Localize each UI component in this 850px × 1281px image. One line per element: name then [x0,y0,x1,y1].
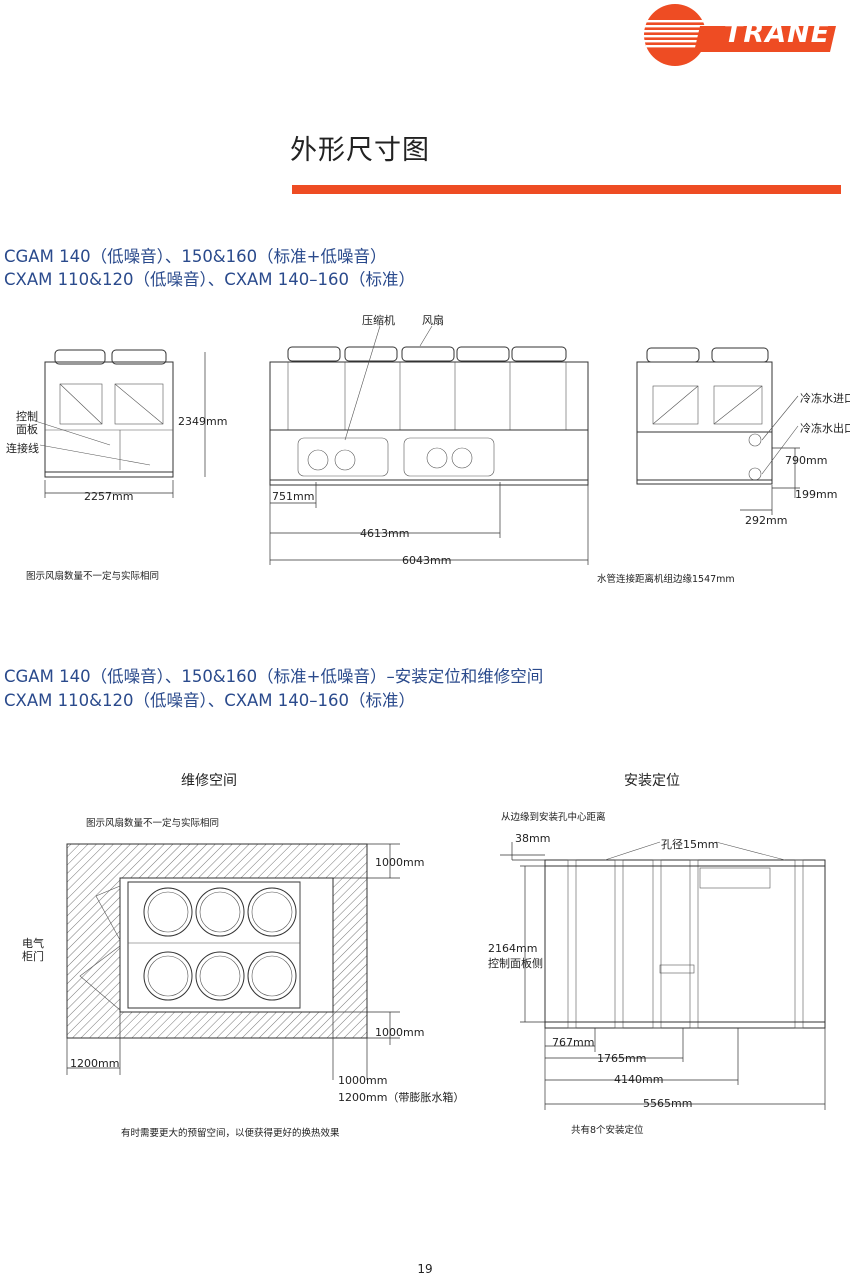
install-note: 从边缘到安装孔中心距离 [501,812,606,823]
install-dim-767: 767mm [552,1036,595,1049]
install-dim-4140: 4140mm [614,1073,664,1086]
label-chilled-out: 冷冻水出口 [800,422,850,435]
dim-4613: 4613mm [360,527,410,540]
service-dim-left: 1200mm [70,1057,120,1070]
service-dim-right-2: 1200mm（带膨胀水箱） [338,1091,465,1104]
note-fan-count: 图示风扇数量不一定与实际相同 [26,571,160,582]
section2-heading-line2: CXAM 110&120（低噪音）、CXAM 140–160（标准） [4,691,416,710]
label-electric-door-2: 柜门 [22,950,44,963]
service-space-drawing [66,843,400,1080]
trane-logo: TRANE [640,4,845,68]
section1-heading-line1: CGAM 140（低噪音）、150&160（标准+低噪音） [4,247,387,266]
page-number: 19 [417,1262,433,1276]
service-title: 维修空间 [181,773,237,789]
end-view-left [31,349,206,498]
section1-heading-line2: CXAM 110&120（低噪音）、CXAM 140–160（标准） [4,270,416,289]
end-view-right [636,347,800,515]
dim-292: 292mm [745,514,788,527]
install-dim-2164: 2164mm [488,942,538,955]
dim-height: 2349mm [178,415,228,428]
label-control-panel-2: 面板 [16,423,38,436]
install-dim-1765: 1765mm [597,1052,647,1065]
label-electric-door-1: 电气 [22,937,44,950]
install-dim-5565: 5565mm [643,1097,693,1110]
label-compressor: 压缩机 [362,314,395,327]
install-footer: 共有8个安装定位 [571,1125,644,1136]
service-note: 图示风扇数量不一定与实际相同 [86,818,220,829]
note-pipe-distance: 水管连接距离机组边缘1547mm [597,574,735,585]
label-control-panel-1: 控制 [16,410,38,423]
install-title: 安装定位 [624,773,680,789]
service-dim-top: 1000mm [375,856,425,869]
install-hole: 孔径15mm [661,838,719,851]
dim-790: 790mm [785,454,828,467]
label-fan: 风扇 [422,314,444,327]
label-connection: 连接线 [6,442,39,455]
dim-751: 751mm [272,490,315,503]
service-dim-bottom: 1000mm [375,1026,425,1039]
label-chilled-in: 冷冻水进口 [800,392,850,405]
title-underline [292,185,841,194]
dim-6043: 6043mm [402,554,452,567]
dim-width: 2257mm [84,490,134,503]
service-dim-right-1: 1000mm [338,1074,388,1087]
dimension-drawings [31,325,800,565]
brand-name: TRANE [724,18,831,49]
service-footer: 有时需要更大的预留空间，以便获得更好的换热效果 [121,1128,340,1139]
install-dim-38: 38mm [515,832,551,845]
install-panel-side: 控制面板侧 [488,957,543,970]
dim-199: 199mm [795,488,838,501]
page-title: 外形尺寸图 [290,135,430,166]
installation-drawings [66,841,826,1110]
install-position-drawing [500,841,826,1110]
section2-heading-line1: CGAM 140（低噪音）、150&160（标准+低噪音）–安装定位和维修空间 [4,667,544,686]
side-view [269,325,589,565]
